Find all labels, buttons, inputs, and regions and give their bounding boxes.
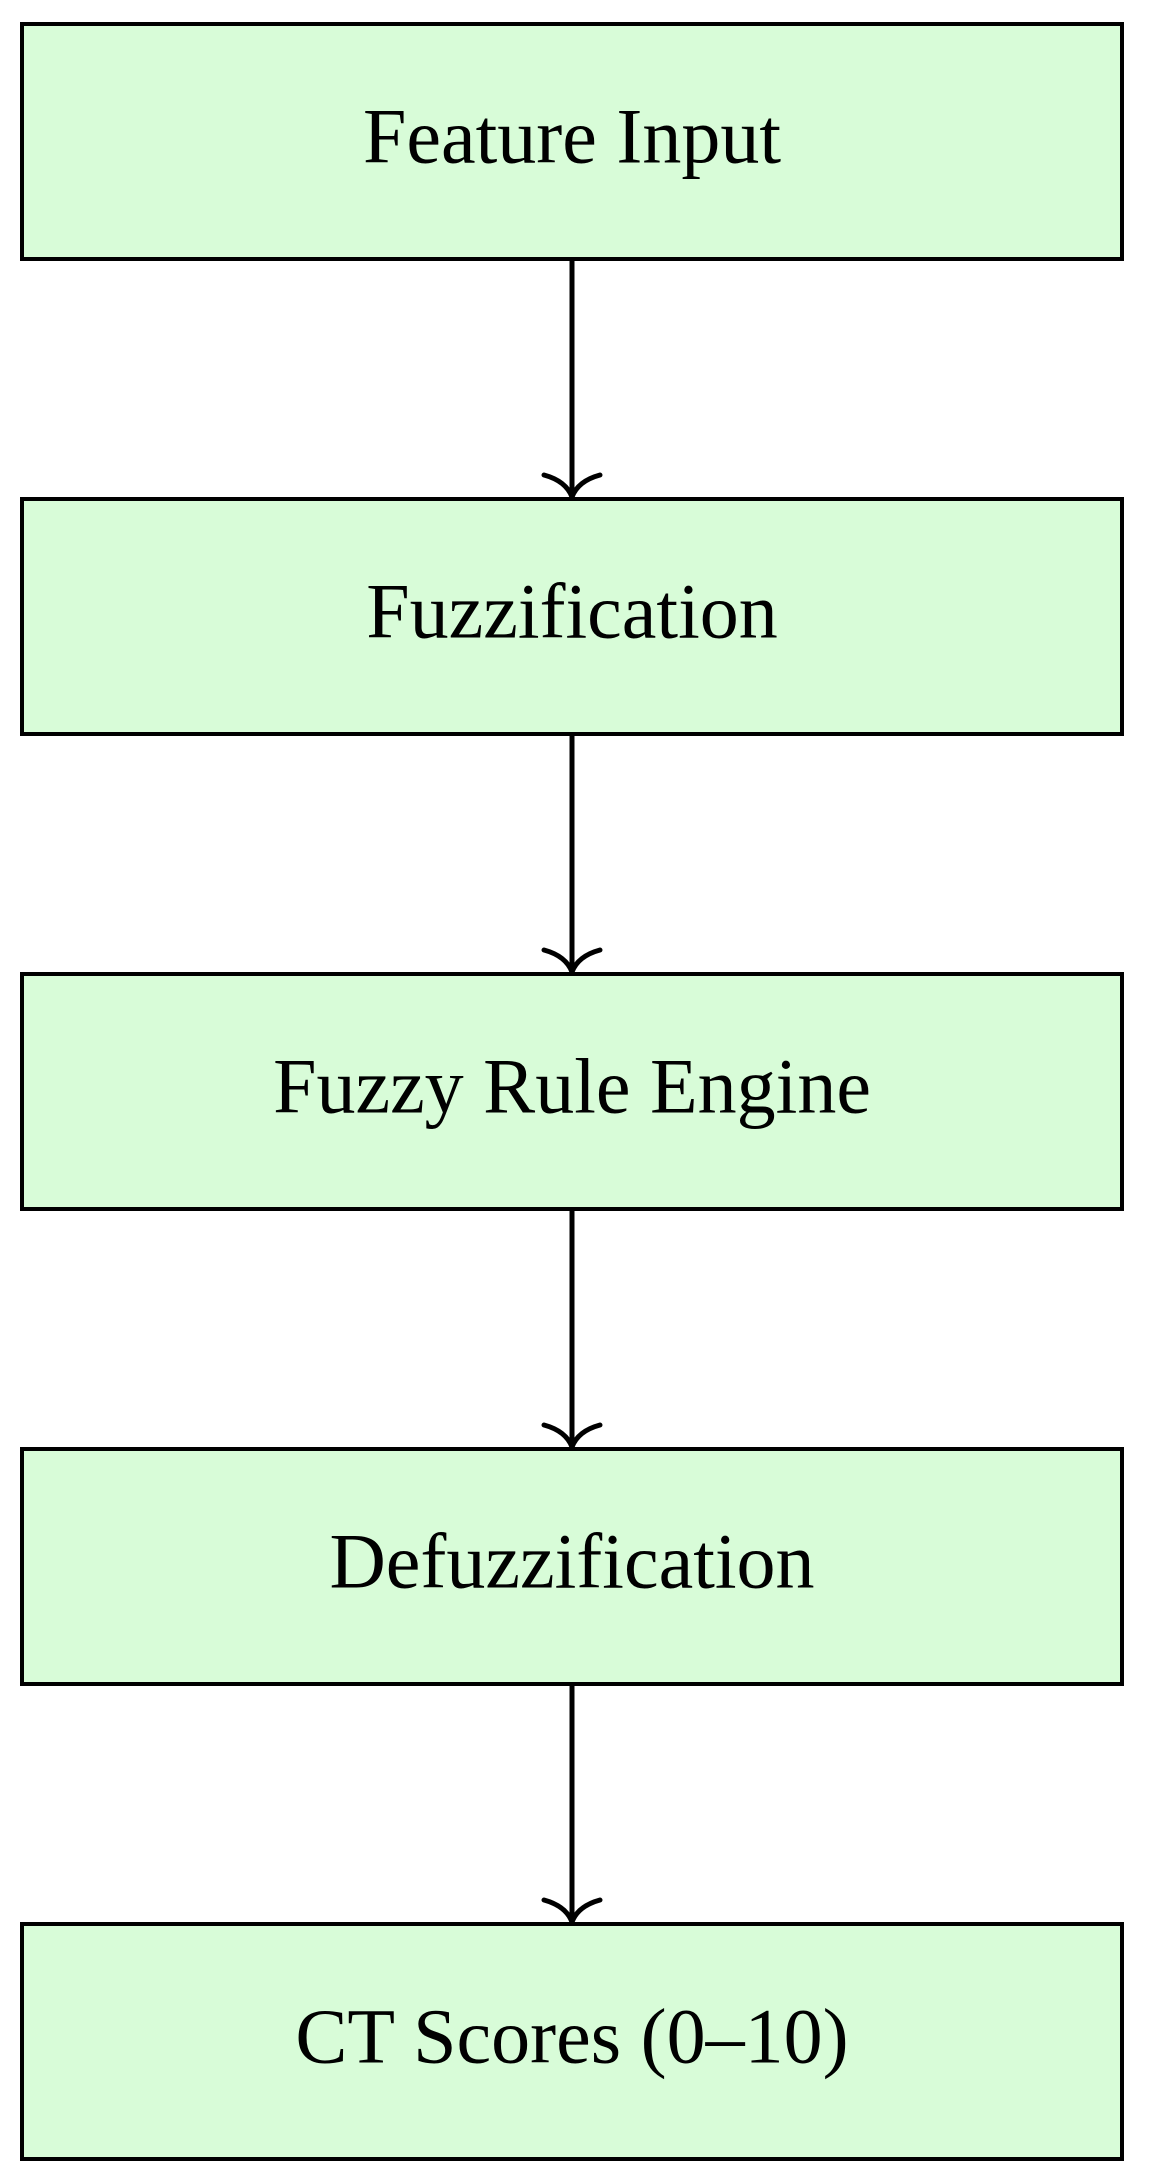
node-box-defuzzification xyxy=(20,1447,1124,1686)
node-label-fuzzy-rule-engine: Fuzzy Rule Engine xyxy=(273,1042,871,1129)
node-feature-input: Feature Input xyxy=(20,22,1124,261)
node-label-feature-input: Feature Input xyxy=(363,92,781,179)
node-box-ct-scores xyxy=(20,1922,1124,2161)
arrow-fuzzy-rule-engine-to-defuzzification xyxy=(541,1209,603,1450)
node-fuzzification: Fuzzification xyxy=(20,497,1124,736)
node-defuzzification: Defuzzification xyxy=(20,1447,1124,1686)
node-label-ct-scores: CT Scores (0–10) xyxy=(295,1992,848,2079)
node-box-feature-input xyxy=(20,22,1124,261)
arrow-fuzzification-to-fuzzy-rule-engine xyxy=(541,734,603,975)
node-box-fuzzy-rule-engine xyxy=(20,972,1124,1211)
node-ct-scores: CT Scores (0–10) xyxy=(20,1922,1124,2161)
node-label-defuzzification: Defuzzification xyxy=(329,1517,814,1604)
arrow-feature-input-to-fuzzification xyxy=(541,259,603,500)
node-label-fuzzification: Fuzzification xyxy=(366,567,778,654)
arrow-defuzzification-to-ct-scores xyxy=(541,1684,603,1925)
node-box-fuzzification xyxy=(20,497,1124,736)
node-fuzzy-rule-engine: Fuzzy Rule Engine xyxy=(20,972,1124,1211)
